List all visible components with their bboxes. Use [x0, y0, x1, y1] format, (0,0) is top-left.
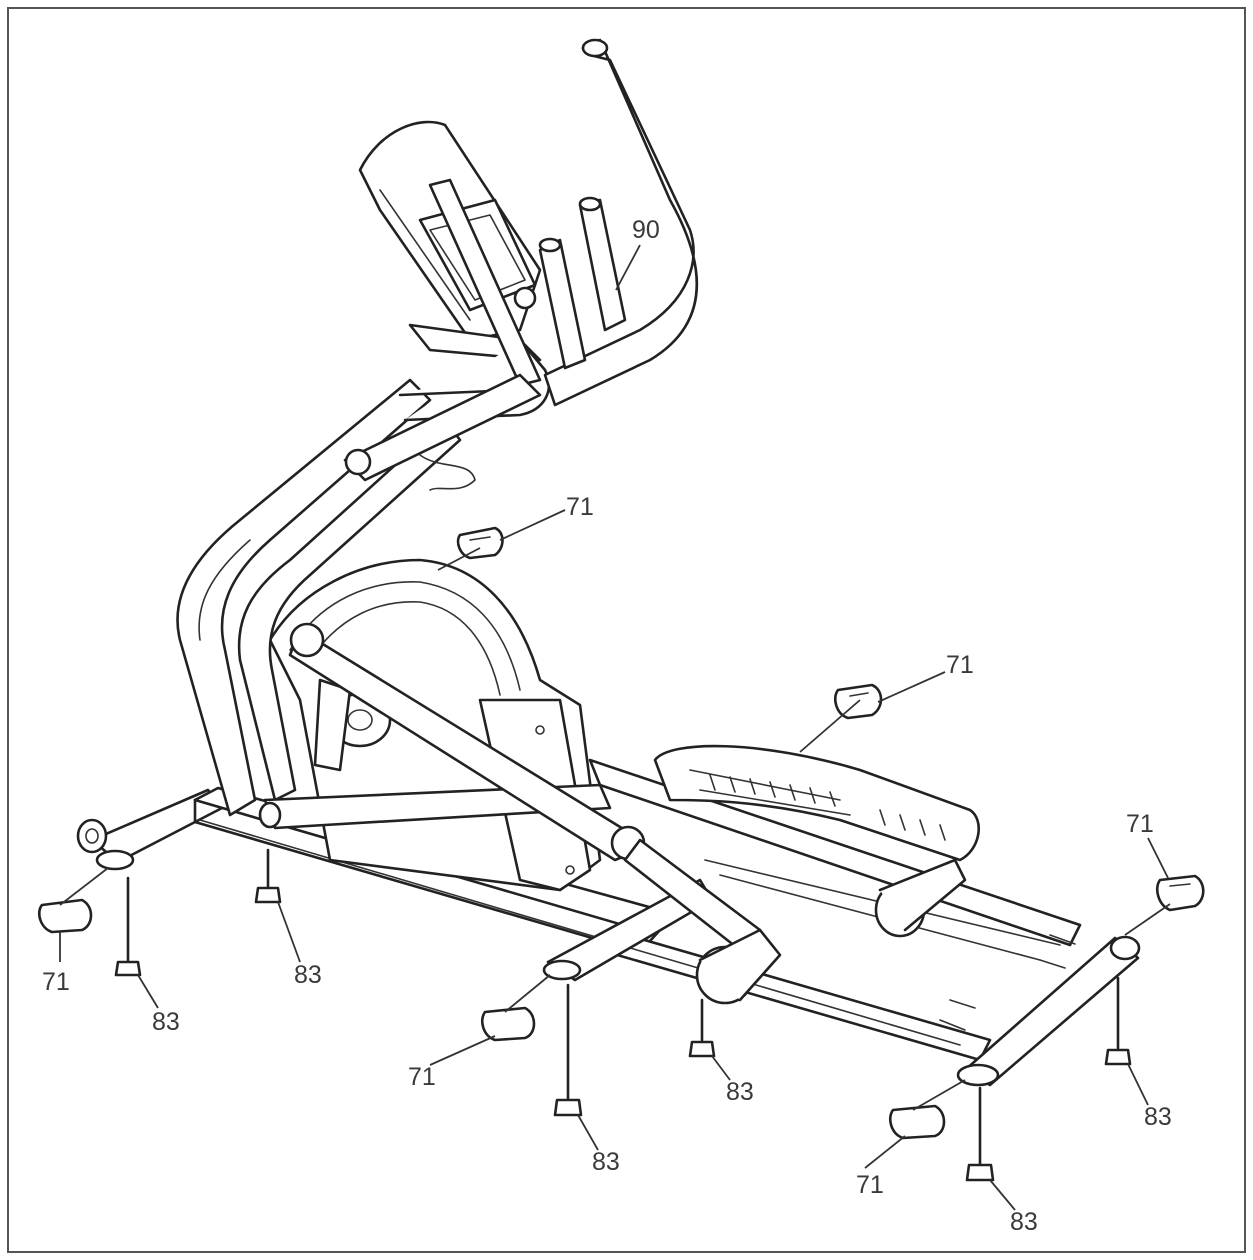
leveling-foot-83-d [1104, 976, 1132, 1066]
pedal-arm-left [288, 622, 782, 1005]
callout-83-d: 83 [1144, 1103, 1172, 1131]
callout-71-middle: 71 [408, 1063, 436, 1091]
callout-71-left: 71 [42, 968, 70, 996]
callout-83-a: 83 [152, 1008, 180, 1036]
pedal-right [653, 744, 980, 938]
end-cap-71-top [456, 526, 504, 560]
leveling-foot-83-c [688, 998, 716, 1058]
end-cap-71-middle [481, 1006, 536, 1042]
callout-71-top: 71 [566, 493, 594, 521]
leader-lines [59, 244, 1171, 1211]
callout-90: 90 [632, 216, 660, 244]
leveling-foot-83-a [114, 876, 142, 977]
leveling-foot-83-e [553, 983, 583, 1117]
callout-83-b: 83 [294, 961, 322, 989]
end-cap-71-front [889, 1104, 946, 1140]
callout-83-e: 83 [592, 1148, 620, 1176]
hand-pulse-grip [538, 196, 627, 370]
callout-labels: 90 71 71 71 71 71 71 83 83 83 83 83 83 [42, 216, 1172, 1236]
callout-83-c: 83 [726, 1078, 754, 1106]
moving-handle-arm [343, 178, 542, 482]
callout-71-right: 71 [1126, 810, 1154, 838]
callout-83-f: 83 [1010, 1208, 1038, 1236]
end-cap-71-right [1156, 874, 1205, 912]
diagram-border [7, 7, 1246, 1253]
leveling-foot-83-b [254, 848, 282, 904]
leveling-foot-83-f [965, 1086, 995, 1182]
callout-71-front: 71 [856, 1171, 884, 1199]
end-cap-71-left [38, 898, 93, 934]
callout-71-right-mid: 71 [946, 651, 974, 679]
